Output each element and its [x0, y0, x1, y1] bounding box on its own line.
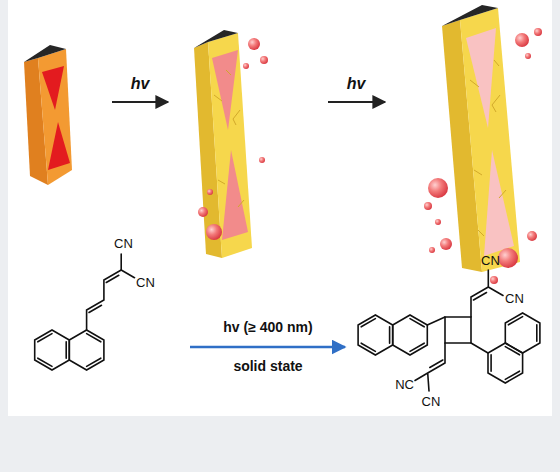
- monomer-structure: [35, 330, 70, 370]
- crystal-elongated: [490, 276, 498, 284]
- crystal-irradiated: [206, 224, 222, 240]
- crystal-elongated: [440, 238, 452, 250]
- crystal-elongated: [424, 202, 432, 210]
- dimer-structure: [361, 319, 424, 352]
- crystal-elongated: [442, 5, 498, 26]
- crystal-irradiated: [194, 30, 268, 258]
- crystal-elongated: [527, 231, 537, 241]
- atom-label: CN: [505, 292, 524, 306]
- dimer-structure: [471, 343, 488, 353]
- panel: [8, 0, 552, 416]
- monomer-structure: [38, 334, 101, 367]
- crystal-irradiated: [259, 157, 265, 163]
- monomer-structure: [35, 254, 135, 370]
- crystal-elongated: [429, 247, 435, 253]
- crystal-elongated: [428, 178, 448, 198]
- dimer-structure: [491, 317, 537, 380]
- monomer-structure: [69, 330, 104, 370]
- crystal-elongated: [484, 150, 514, 256]
- dimer-structure: [358, 315, 393, 355]
- dimer-structure: [445, 317, 471, 343]
- monomer-structure: [87, 270, 122, 330]
- atom-label: CN: [481, 254, 500, 268]
- condition-label: hv (≥ 400 nm): [223, 320, 312, 335]
- light-arrow: [328, 101, 385, 103]
- crystal-elongated: [515, 33, 529, 47]
- dimer-structure: [427, 317, 445, 325]
- crystal-irradiated: [222, 150, 248, 240]
- crystal-initial: [24, 45, 72, 185]
- dimer-structure: [358, 270, 540, 391]
- light-label: hv: [131, 75, 150, 93]
- crystal-elongated: [435, 219, 441, 225]
- reaction-arrow: [190, 346, 345, 349]
- atom-label: CN: [422, 395, 441, 409]
- monomer-structure: [89, 275, 119, 312]
- dimer-structure: [488, 343, 523, 383]
- crystal-irradiated: [198, 207, 208, 217]
- crystal-elongated: [424, 5, 542, 284]
- dimer-structure: [415, 343, 445, 391]
- atom-label: CN: [136, 276, 155, 290]
- crystal-elongated: [470, 60, 506, 236]
- crystal-irradiated: [248, 38, 260, 50]
- crystal-elongated: [534, 28, 542, 36]
- crystal-irradiated: [243, 63, 249, 69]
- crystal-irradiated: [260, 56, 268, 64]
- crystal-initial: [42, 66, 64, 110]
- crystal-initial: [48, 122, 70, 170]
- dimer-structure: [471, 270, 503, 317]
- crystal-elongated: [460, 8, 520, 272]
- atom-label: NC: [395, 378, 414, 392]
- condition-label: solid state: [233, 359, 302, 374]
- crystal-irradiated: [194, 30, 238, 48]
- crystal-elongated: [466, 28, 496, 128]
- crystal-irradiated: [207, 189, 213, 195]
- light-label: hv: [347, 75, 366, 93]
- atom-label: CN: [114, 237, 133, 251]
- light-arrow: [112, 101, 168, 103]
- crystal-elongated: [525, 53, 531, 59]
- dimer-structure: [393, 315, 428, 355]
- dimer-structure: [505, 313, 540, 353]
- monomer-structure: [121, 254, 134, 278]
- crystal-initial: [24, 45, 66, 62]
- crystal-elongated: [498, 248, 518, 268]
- crystal-irradiated: [214, 70, 244, 207]
- crystal-initial: [38, 49, 72, 185]
